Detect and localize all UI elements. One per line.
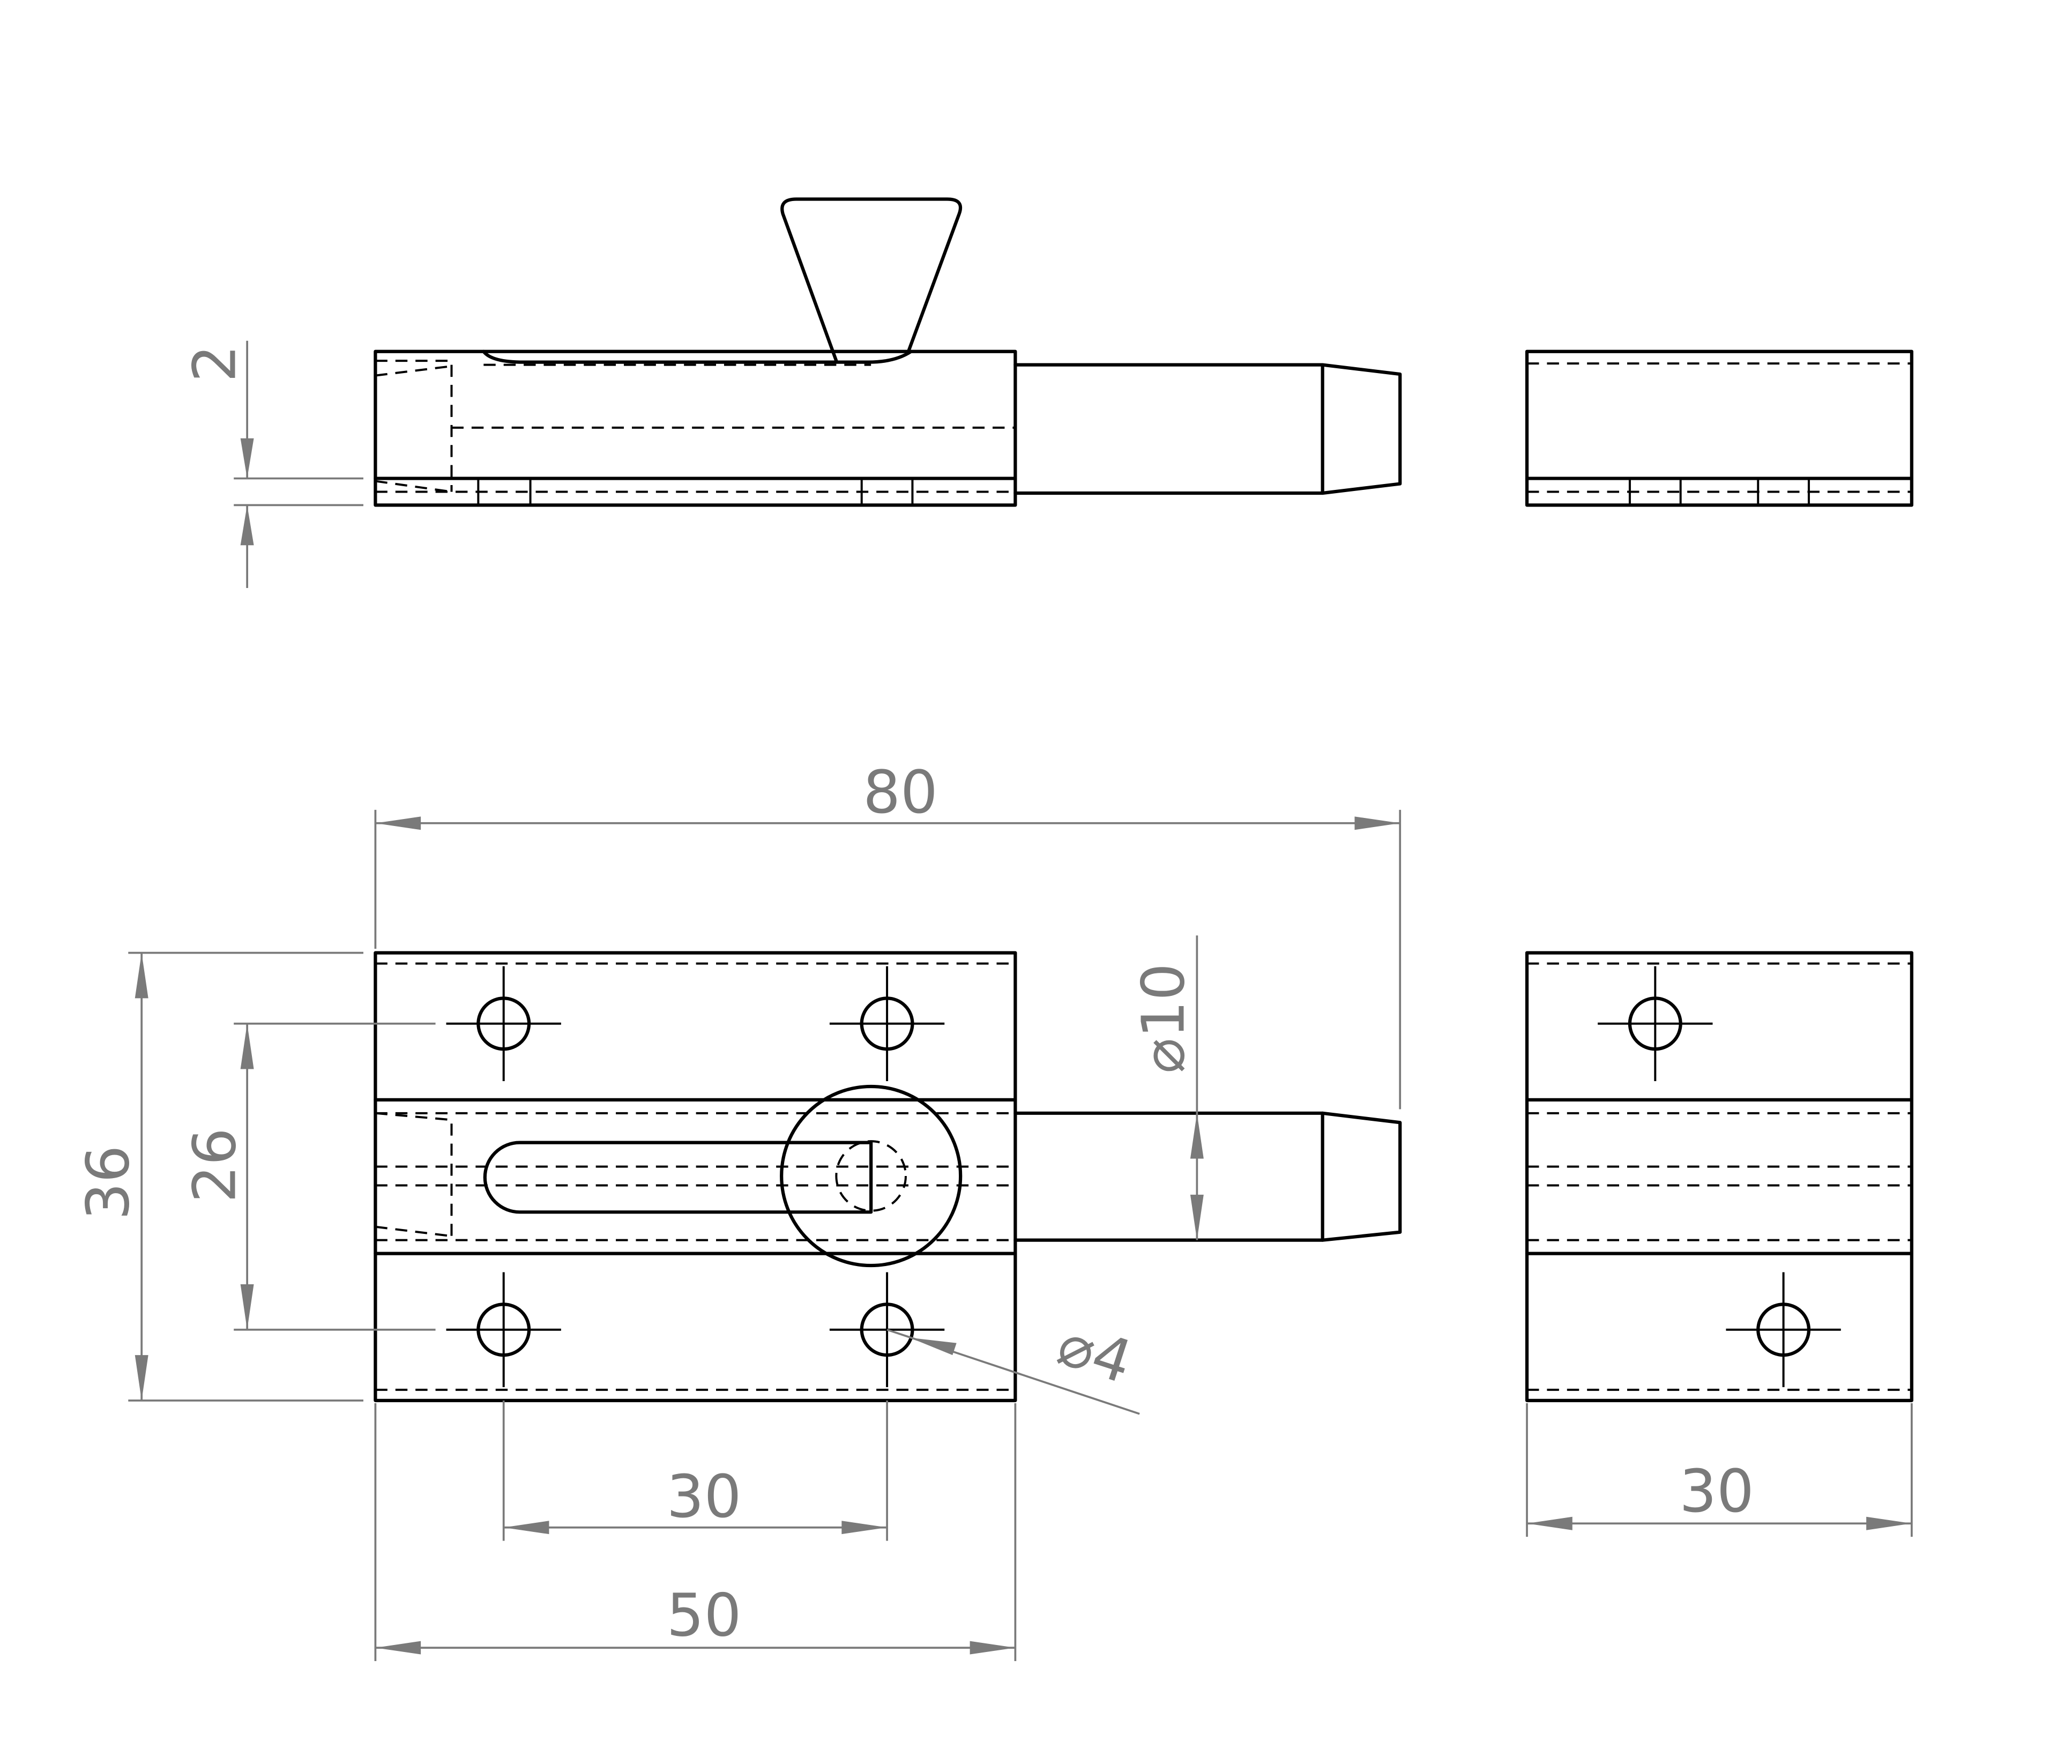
bolt-hidden-bore-top [375, 360, 453, 492]
dim-keeper-width: 30 [1526, 1403, 1913, 1537]
dim-hole-spacing-horizontal: 30 [502, 1400, 888, 1541]
bolt-knob-hidden-stem [835, 1140, 907, 1212]
dim-label-50: 50 [667, 1581, 742, 1650]
mounting-hole-bottom-left [446, 1272, 561, 1387]
dim-label-d4: ⌀4 [1050, 1309, 1141, 1397]
dim-label-30: 30 [667, 1462, 742, 1531]
dim-wall-thickness: 2 [181, 340, 363, 588]
keeper-top-view [1525, 349, 1914, 507]
dim-label-keeper-30: 30 [1679, 1457, 1754, 1525]
dim-label-2: 2 [181, 345, 249, 382]
bolt-plate-outline [374, 951, 1017, 1402]
keeper-front-view [1525, 951, 1914, 1402]
dim-label-80: 80 [863, 758, 938, 827]
dim-label-d10: ⌀10 [1129, 963, 1197, 1074]
mounting-hole-top-left [446, 966, 561, 1081]
dim-plate-height: 36 [73, 951, 363, 1402]
dim-label-36: 36 [73, 1145, 142, 1220]
bolt-pin-front [1013, 1111, 1402, 1242]
bolt-knob-circle [780, 1084, 963, 1268]
dim-overall-length: 80 [374, 758, 1402, 1110]
mounting-hole-top-right [829, 966, 945, 1081]
channel-hidden-end [375, 1112, 453, 1240]
mounting-hole-bottom-right [829, 1272, 945, 1387]
bolt-front-view [374, 951, 1402, 1402]
dim-pin-diameter: ⌀10 [1129, 935, 1204, 1240]
bolt-top-view [374, 197, 1402, 507]
bolt-knob-profile [780, 197, 963, 363]
bolt-hole-ticks [477, 478, 914, 505]
keeper-hole-bottom [1726, 1272, 1841, 1387]
bolt-hidden-taper [375, 365, 452, 493]
dim-plate-width: 50 [374, 1403, 1017, 1662]
bolt-body-outline [374, 349, 1017, 507]
dim-hole-spacing-vertical: 26 [181, 1022, 436, 1331]
keeper-outline [1525, 951, 1914, 1402]
bolt-pin-outline [1013, 363, 1402, 495]
bolt-slide-groove [482, 349, 913, 364]
bolt-slot [483, 1141, 873, 1214]
keeper-top-outline [1525, 349, 1914, 507]
keeper-hole-top [1598, 966, 1713, 1081]
dim-label-26: 26 [181, 1128, 249, 1203]
keeper-top-hole-ticks [1628, 478, 1810, 505]
